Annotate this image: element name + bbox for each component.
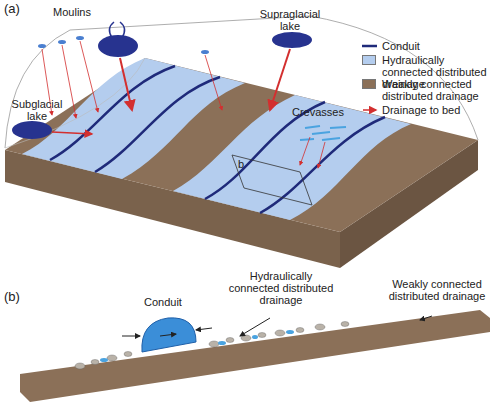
legend-arrow [363, 109, 376, 111]
label-text: Hydraulically connected distributed drai… [228, 270, 334, 306]
conduit-section [142, 318, 196, 352]
legend-line [362, 45, 377, 48]
label-text: Crevasses [292, 106, 362, 118]
supraglacial-lake [272, 32, 312, 48]
legend-text: Weakly connected distributed drainage [382, 78, 498, 102]
conduit-line [95, 77, 220, 172]
moulin-stream [109, 22, 124, 38]
moulin [76, 36, 84, 40]
moulin [98, 35, 138, 57]
label-text: (a) [4, 2, 34, 16]
label-text: Weakly connected distributed drainage [384, 278, 490, 302]
legend-text: Drainage to bed [382, 104, 498, 116]
sediment [75, 322, 349, 370]
label-text: b [238, 158, 250, 170]
legend-text: Conduit [382, 40, 498, 52]
moulin [58, 40, 66, 44]
subglacial-lake [12, 121, 52, 139]
bed-section [20, 310, 490, 402]
ice-outline [5, 58, 145, 148]
water-pocket [100, 330, 294, 362]
moulin [38, 44, 46, 48]
drainage-arrow [42, 41, 325, 168]
inset-box [232, 155, 312, 205]
label-text: Subglacial lake [6, 98, 68, 122]
connected-band [173, 95, 411, 220]
conduit-line [260, 117, 385, 213]
label-text: Moulins [42, 6, 102, 18]
moulin [201, 50, 209, 54]
label-text: Conduit [144, 296, 194, 308]
crevasses [300, 126, 346, 140]
flow-arrow [122, 316, 432, 336]
label-text: (b) [4, 290, 34, 304]
label-text: Supraglacial lake [252, 8, 328, 32]
legend-swatch [362, 79, 376, 89]
legend-swatch [362, 55, 376, 65]
